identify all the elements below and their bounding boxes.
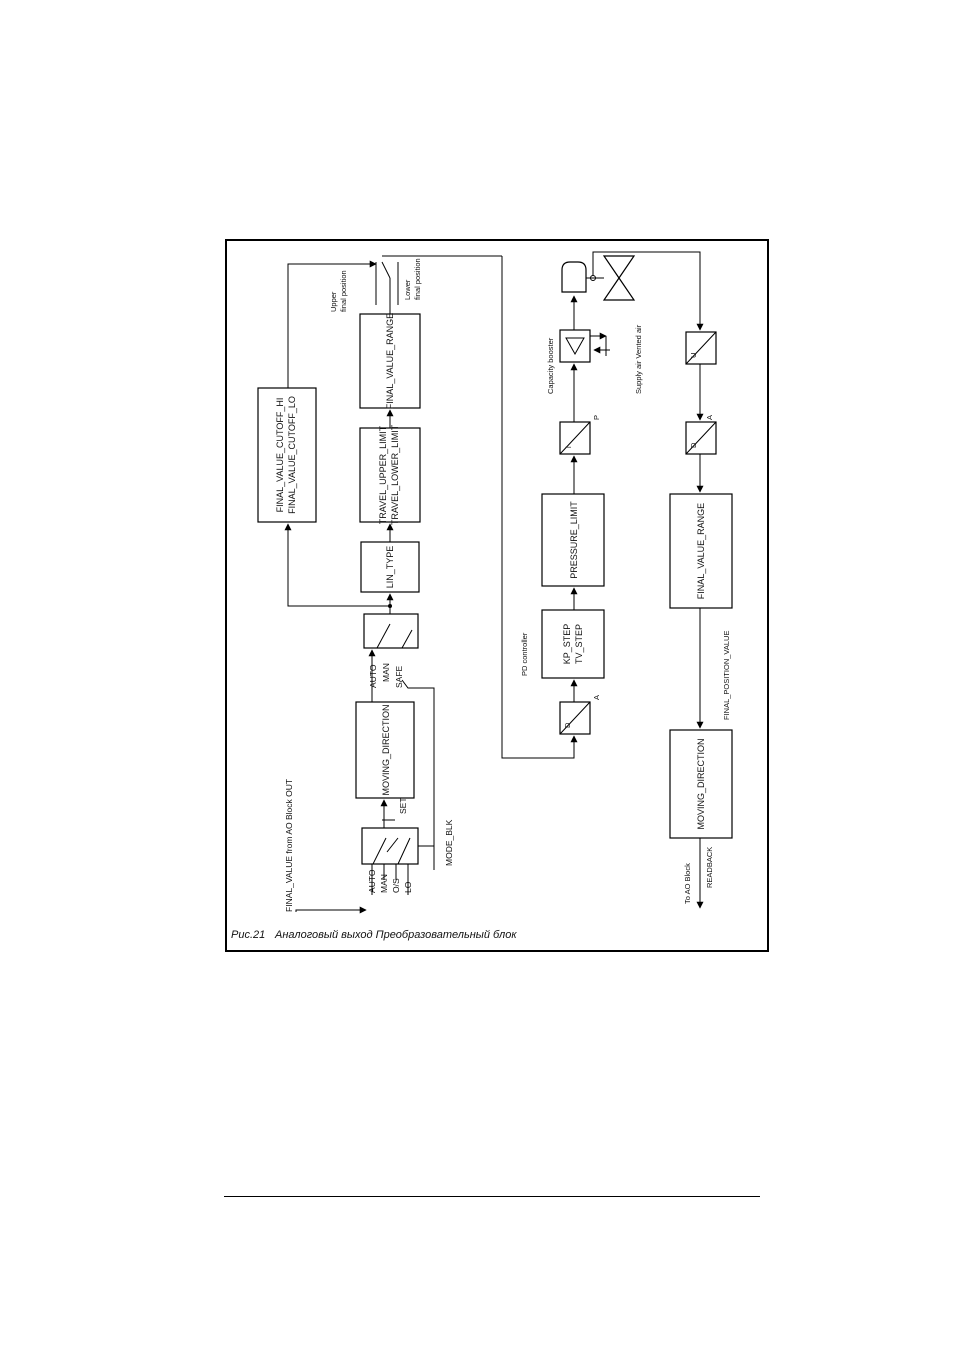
capacity-booster (559, 329, 610, 363)
converters-u-text: U (689, 353, 698, 358)
cutoff-output-line (287, 260, 377, 388)
da-converter: D A (559, 695, 601, 735)
pd-controller-label: PD controller (520, 632, 529, 676)
blocks-cutoff-lo-text: FINAL_VALUE_CUTOFF_LO (287, 396, 297, 514)
caption-figure-number-text: Рис.21 (231, 929, 265, 941)
ad-converter: D A (685, 415, 717, 455)
travel-limits-block: TRAVEL_UPPER_LIMIT TRAVEL_LOWER_LIMIT (359, 424, 421, 525)
converters-ip-in-text: i (564, 446, 573, 448)
final-value-range-bottom-block: FINAL_VALUE_RANGE (669, 493, 733, 609)
pressure-limit-block: PRESSURE_LIMIT (541, 493, 605, 587)
blocks-final-value-range-bottom-text: FINAL_VALUE_RANGE (696, 503, 706, 599)
blocks-travel-upper-text: TRAVEL_UPPER_LIMIT (378, 425, 388, 524)
blocks-moving-direction-bottom-text: MOVING_DIRECTION (696, 738, 706, 829)
blocks-tv-step-text: TV_STEP (574, 624, 584, 664)
valve-actuator (561, 255, 636, 301)
setpoint-to-controller-line (501, 256, 578, 759)
inputs-mode-blk-text: MODE_BLK (444, 819, 454, 866)
lower-final-label: Lower (403, 279, 412, 300)
converters-ad-in-text: D (689, 442, 698, 448)
moving-direction-bottom-block: MOVING_DIRECTION (669, 729, 733, 839)
blocks-final-value-range-top-text: FINAL_VALUE_RANGE (385, 313, 395, 409)
mode-blk-input: MODE_BLK (418, 819, 454, 870)
lower-final-label-2: final position (413, 258, 422, 300)
final-value-input: FINAL_VALUE from AO Block OUT (284, 779, 367, 914)
mode-switch: AUTO MAN O/S LO (361, 827, 419, 895)
converters-ip-out-text: P (592, 415, 601, 420)
to-ao-block-label: To AO Block (683, 863, 692, 904)
final-value-range-top-block: FINAL_VALUE_RANGE (359, 313, 421, 409)
blocks-kp-step-text: KP_STEP (562, 624, 572, 665)
footer-rule (224, 1196, 760, 1197)
upper-final-label-2: final position (339, 270, 348, 312)
converters-ad-out-text: A (705, 415, 714, 420)
cutoff-branch-line (284, 523, 390, 607)
final-value-cutoff-block: FINAL_VALUE_CUTOFF_HI FINAL_VALUE_CUTOFF… (257, 387, 317, 523)
final-position-switch (375, 255, 502, 314)
safe-auto-label: AUTO (368, 664, 378, 688)
inputs-final-value-text: FINAL_VALUE from AO Block OUT (284, 779, 294, 912)
mode-man-label: MAN (379, 874, 389, 893)
blocks-cutoff-hi-text: FINAL_VALUE_CUTOFF_HI (275, 398, 285, 513)
blocks-lin-type-text: LIN_TYPE (385, 546, 395, 589)
pd-controller-block: KP_STEP TV_STEP (541, 609, 605, 679)
moving-direction-top-block: MOVING_DIRECTION (355, 701, 415, 799)
mode-os-label: O/S (391, 878, 401, 893)
upper-final-label: Upper (329, 291, 338, 312)
supply-vented-air-label: Supply air Vented air (634, 324, 643, 394)
final-position-value-label: FINAL_POSITION_VALUE (722, 631, 731, 720)
blocks-travel-lower-text: TRAVEL_LOWER_LIMIT (390, 424, 400, 525)
converters-da-out-text: A (592, 695, 601, 700)
converters-da-in-text: D (563, 722, 572, 728)
caption-title-text: Аналоговый выход Преобразовательный блок (274, 929, 517, 941)
ip-converter: i P (559, 415, 601, 455)
figure-caption: Рис.21 Аналоговый выход Преобразовательн… (231, 929, 517, 941)
safe-switch (363, 613, 419, 649)
safe-man-label: MAN (381, 663, 391, 682)
position-feedback-line (592, 251, 704, 331)
lin-type-block: LIN_TYPE (360, 541, 420, 593)
blocks-moving-direction-top-text: MOVING_DIRECTION (381, 704, 391, 795)
blocks-pressure-limit-text: PRESSURE_LIMIT (569, 501, 579, 579)
safe-safe-label: SAFE (394, 665, 404, 688)
capacity-booster-label: Capacity booster (546, 337, 555, 394)
readback-label: READBACK (705, 847, 714, 888)
u-converter: U (685, 331, 717, 365)
safe-feedback-line (401, 679, 435, 824)
